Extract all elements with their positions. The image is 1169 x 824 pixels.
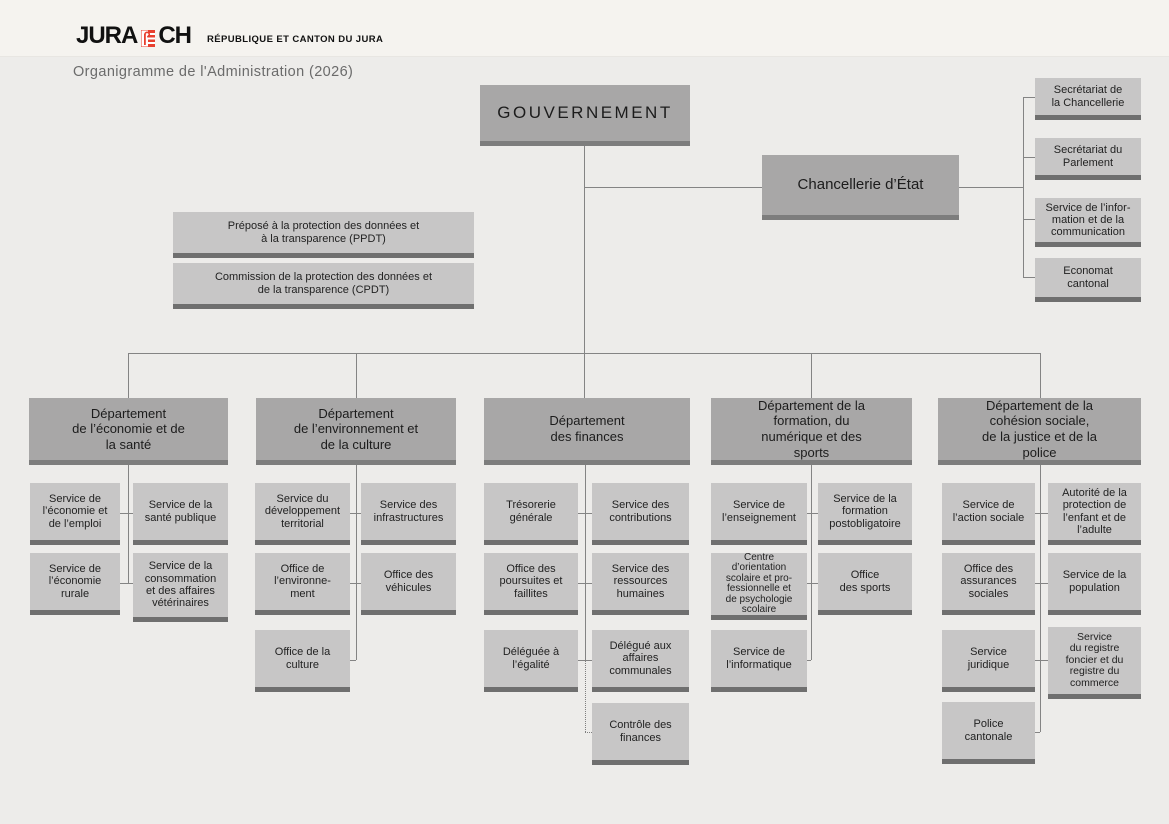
connector-stub-information (1023, 219, 1035, 220)
box-secretariat-parlement: Secrétariat du Parlement (1035, 138, 1141, 180)
box-ppdt: Préposé à la protection des données et à… (173, 212, 474, 258)
box-gouvernement: GOUVERNEMENT (480, 85, 690, 146)
logo-text-jura: JURA (76, 22, 138, 49)
office-poursuites-faillites: Office des poursuites et faillites (484, 553, 578, 615)
logo-tagline: RÉPUBLIQUE ET CANTON DU JURA (207, 34, 384, 45)
connector-spine-dept1 (128, 465, 129, 583)
delegue-affaires-communales: Délégué aux affaires communales (592, 630, 689, 692)
connector-to-chancellery (584, 187, 762, 188)
connector-government-trunk (584, 146, 585, 398)
connector-drop-dept5 (1040, 353, 1041, 398)
service-registre-foncier-commerce: Service du registre foncier et du regist… (1048, 627, 1141, 699)
connector-drop-dept2 (356, 353, 357, 398)
connector-drop-dept1 (128, 353, 129, 398)
connector-stub-economat (1023, 277, 1035, 278)
connector-stub-d5r1 (1035, 513, 1048, 514)
service-formation-postobligatoire: Service de la formation postobligatoire (818, 483, 912, 545)
service-developpement-territorial: Service du développement territorial (255, 483, 350, 545)
jura-crest-icon (141, 30, 156, 47)
box-secretariat-chancellerie: Secrétariat de la Chancellerie (1035, 78, 1141, 120)
connector-stub-d3r3 (578, 660, 592, 661)
connector-stub-d3r1 (578, 513, 592, 514)
service-population: Service de la population (1048, 553, 1141, 615)
dept-environnement-culture: Département de l’environnement et de la … (256, 398, 456, 465)
office-sports: Office des sports (818, 553, 912, 615)
connector-stub-d5r4 (1035, 732, 1040, 733)
connector-stub-d5r3 (1035, 660, 1048, 661)
box-chancellerie-etat: Chancellerie d’État (762, 155, 959, 220)
jura-ch-logo: JURA CH RÉPUBLIQUE ET CANTON DU JURA (76, 24, 383, 48)
logo-text-ch: CH (158, 22, 192, 49)
service-enseignement: Service de l’enseignement (711, 483, 807, 545)
office-environnement: Office de l’environne- ment (255, 553, 350, 615)
connector-chancellery-spine (1023, 97, 1024, 278)
office-assurances-sociales: Office des assurances sociales (942, 553, 1035, 615)
box-service-information-communication: Service de l’infor- mation et de la comm… (1035, 198, 1141, 247)
tresorerie-generale: Trésorerie générale (484, 483, 578, 545)
dept-finances: Département des finances (484, 398, 690, 465)
connector-stub-d2r2 (350, 583, 361, 584)
deleguee-egalite: Déléguée à l’égalité (484, 630, 578, 692)
connector-stub-d2r3 (350, 660, 356, 661)
controle-finances: Contrôle des finances (592, 703, 689, 765)
service-infrastructures: Service des infrastructures (361, 483, 456, 545)
connector-stub-d5r2 (1035, 583, 1048, 584)
logo-band: JURA CH RÉPUBLIQUE ET CANTON DU JURA (0, 0, 1169, 57)
centre-orientation-scolaire: Centre d’orientation scolaire et pro- fe… (711, 552, 807, 620)
connector-chancellery-right (959, 187, 1023, 188)
office-vehicules: Office des véhicules (361, 553, 456, 615)
connector-dotted-controle-finances-v (585, 661, 586, 732)
box-economat-cantonal: Economat cantonal (1035, 258, 1141, 302)
connector-stub-d4r2 (807, 583, 818, 584)
service-ressources-humaines: Service des ressources humaines (592, 553, 689, 615)
office-culture: Office de la culture (255, 630, 350, 692)
page-title: Organigramme de l'Administration (2026) (73, 64, 354, 80)
connector-stub-secretariat-chancellerie (1023, 97, 1035, 98)
connector-drop-dept4 (811, 353, 812, 398)
service-action-sociale: Service de l’action sociale (942, 483, 1035, 545)
service-economie-emploi: Service de l’économie et de l’emploi (30, 483, 120, 545)
service-informatique: Service de l’informatique (711, 630, 807, 692)
dept-economie-sante: Département de l’économie et de la santé (29, 398, 228, 465)
connector-stub-d4r1 (807, 513, 818, 514)
service-contributions: Service des contributions (592, 483, 689, 545)
service-sante-publique: Service de la santé publique (133, 483, 228, 545)
connector-spine-dept3 (585, 465, 586, 660)
connector-stub-d4r3 (807, 660, 811, 661)
autorite-protection-enfant-adulte: Autorité de la protection de l’enfant et… (1048, 483, 1141, 545)
connector-spine-dept4 (811, 465, 812, 660)
box-cpdt: Commission de la protection des données … (173, 263, 474, 309)
police-cantonale: Police cantonale (942, 702, 1035, 764)
connector-departments-bus (128, 353, 1040, 354)
dept-cohesion-justice-police: Département de la cohésion sociale, de l… (938, 398, 1141, 465)
connector-stub-d1r1 (120, 513, 133, 514)
connector-spine-dept5 (1040, 465, 1041, 732)
connector-stub-d2r1 (350, 513, 361, 514)
connector-dotted-controle-finances-h (585, 732, 592, 733)
service-consommation-affaires-veterinaires: Service de la consommation et des affair… (133, 553, 228, 622)
connector-stub-secretariat-parlement (1023, 157, 1035, 158)
connector-stub-d1r2 (120, 583, 133, 584)
connector-stub-d3r2 (578, 583, 592, 584)
connector-spine-dept2 (356, 465, 357, 660)
service-juridique: Service juridique (942, 630, 1035, 692)
service-economie-rurale: Service de l’économie rurale (30, 553, 120, 615)
dept-formation-numerique-sports: Département de la formation, du numériqu… (711, 398, 912, 465)
